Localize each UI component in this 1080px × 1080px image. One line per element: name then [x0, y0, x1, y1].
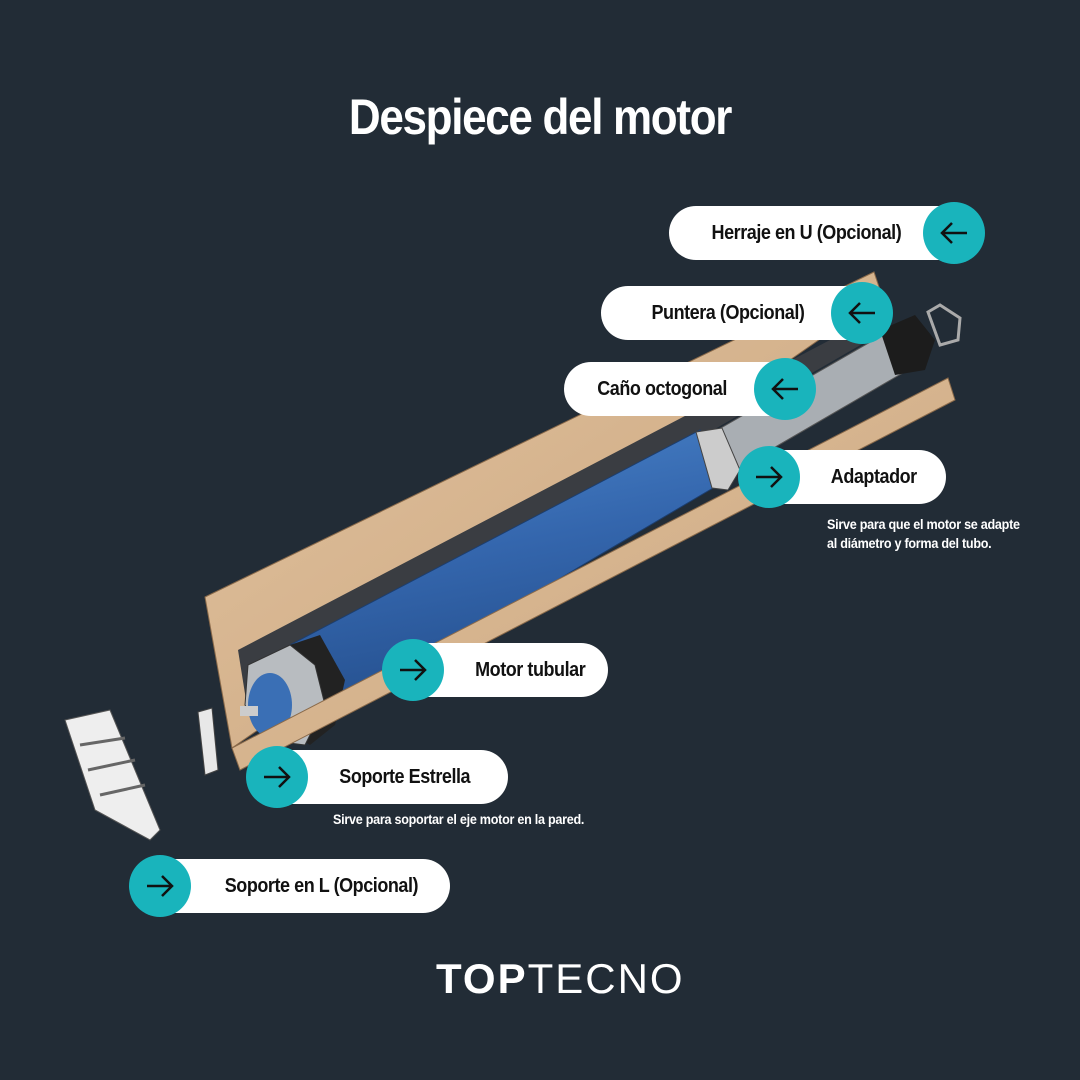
u-bracket: [926, 303, 962, 347]
label-text: Puntera (Opcional): [651, 301, 805, 324]
label-text: Adaptador: [830, 465, 917, 488]
arrow-right-icon: [382, 639, 444, 701]
caption-line: Sirve para que el motor se adapte: [827, 516, 1020, 532]
caption-line: al diámetro y forma del tubo.: [827, 535, 992, 551]
label-text: Soporte en L (Opcional): [224, 874, 419, 897]
adapter: [695, 427, 741, 491]
adaptador-caption: Sirve para que el motor se adapte al diá…: [827, 515, 1020, 553]
page-title: Despiece del motor: [348, 89, 732, 145]
label-adaptador: Adaptador: [738, 446, 946, 508]
label-soporte-en-l: Soporte en L (Opcional): [129, 855, 450, 917]
arrow-left-icon: [831, 282, 893, 344]
arrow-right-icon: [129, 855, 191, 917]
label-cano-octogonal: Caño octogonal: [564, 358, 816, 420]
star-support: [197, 707, 219, 776]
label-motor-tubular: Motor tubular: [382, 639, 608, 701]
logo-light: TECNO: [527, 955, 685, 1002]
logo-bold: TOP: [436, 955, 528, 1002]
toptecno-logo: TOPTECNO: [436, 955, 685, 1003]
label-text: Motor tubular: [475, 658, 586, 681]
l-support: [64, 709, 161, 841]
label-herraje-en-u: Herraje en U (Opcional): [669, 202, 985, 264]
puntera: [880, 315, 935, 375]
label-text: Caño octogonal: [597, 377, 727, 400]
label-soporte-estrella: Soporte Estrella: [246, 746, 508, 808]
label-text: Herraje en U (Opcional): [711, 221, 902, 244]
estrella-caption: Sirve para soportar el eje motor en la p…: [333, 811, 585, 827]
arrow-left-icon: [754, 358, 816, 420]
arrow-right-icon: [246, 746, 308, 808]
label-text: Soporte Estrella: [339, 765, 471, 788]
arrow-right-icon: [738, 446, 800, 508]
label-puntera: Puntera (Opcional): [601, 282, 893, 344]
arrow-left-icon: [923, 202, 985, 264]
